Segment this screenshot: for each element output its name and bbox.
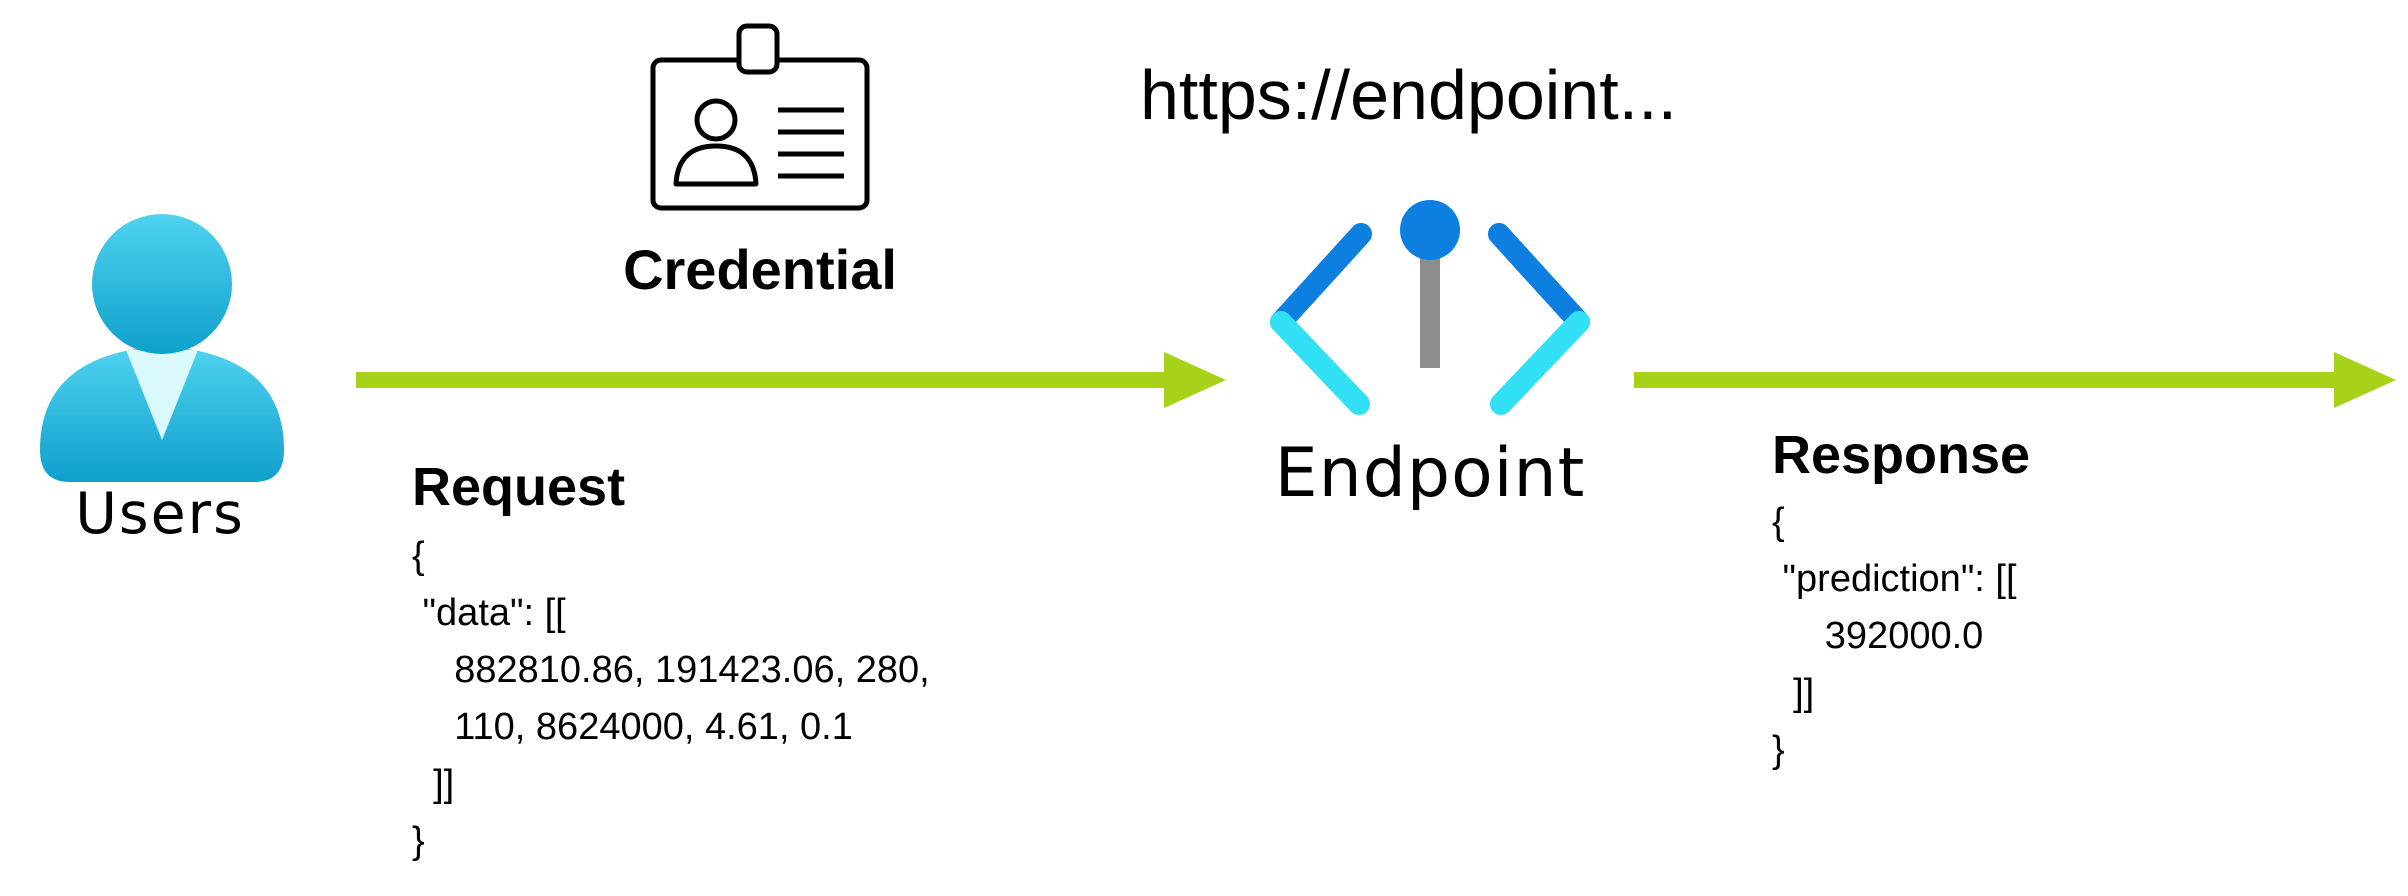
endpoint-label: Endpoint: [1274, 434, 1586, 513]
request-line: }: [412, 820, 425, 862]
request-line: {: [412, 535, 425, 577]
users-label: Users: [75, 481, 245, 547]
response-title: Response: [1772, 425, 2031, 485]
request-body: { "data": [[ 882810.86, 191423.06, 280, …: [412, 528, 930, 870]
response-line: "prediction": [[: [1772, 558, 2017, 600]
request-title: Request: [412, 457, 626, 517]
credential-label: Credential: [623, 238, 897, 301]
response-line: }: [1772, 729, 1785, 771]
request-line: ]]: [412, 763, 455, 805]
response-line: 392000.0: [1772, 615, 1984, 657]
response-arrow: [1634, 352, 2396, 408]
request-line: "data": [[: [412, 592, 566, 634]
user-icon: [40, 214, 284, 482]
response-line: {: [1772, 501, 1785, 543]
request-arrow: [356, 352, 1226, 408]
request-line: 110, 8624000, 4.61, 0.1: [412, 706, 853, 748]
endpoint-url: https://endpoint...: [1140, 56, 1678, 134]
request-line: 882810.86, 191423.06, 280,: [412, 649, 930, 691]
response-line: ]]: [1772, 672, 1815, 714]
endpoint-brackets-icon: [1270, 200, 1590, 415]
id-badge-icon: [650, 23, 870, 211]
response-body: { "prediction": [[ 392000.0 ]] }: [1772, 494, 2017, 779]
